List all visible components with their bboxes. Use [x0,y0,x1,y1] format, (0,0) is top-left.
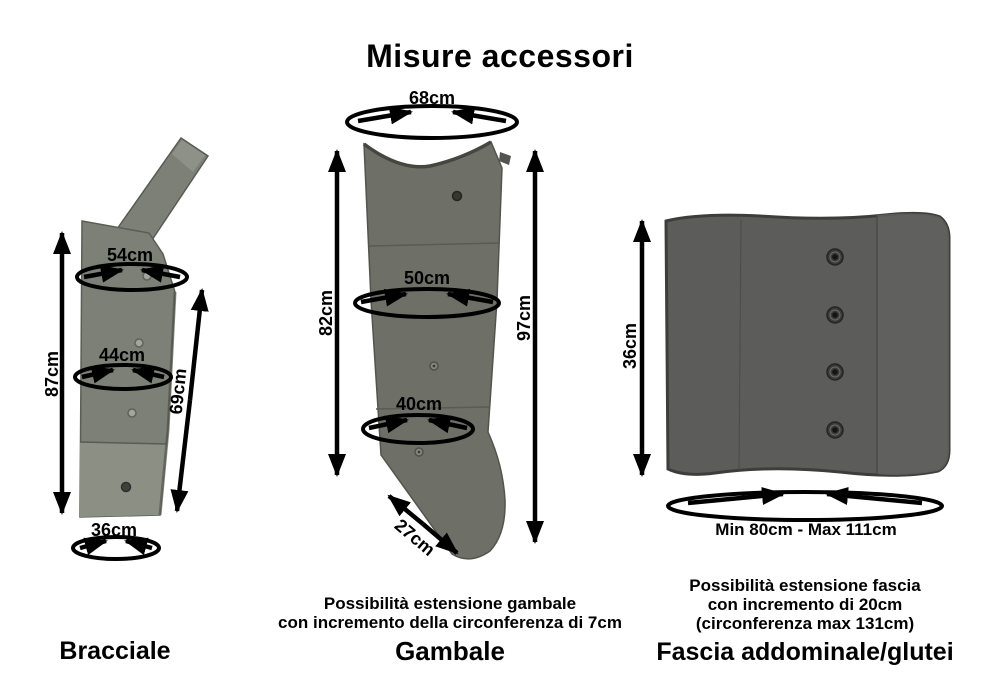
band-right-panel [877,213,949,475]
leg-height-left-label: 82cm [316,290,336,336]
arm-circ-bottom-label: 36cm [91,520,137,540]
arm-cuff-edge-shadow [158,291,177,516]
arm-cuff-seam [79,441,168,445]
leg-cuff-figure [362,140,511,560]
leg-height-right-label: 97cm [514,295,534,341]
leg-cuff-caption: Possibilità estensione gambale con incre… [240,594,660,632]
arm-circ-mid-label: 44cm [99,345,145,365]
leg-cuff-snaps [414,190,463,457]
leg-circ-mid-label: 50cm [404,268,450,288]
page-title: Misure accessori [366,38,634,74]
arm-height-left-label: 87cm [42,351,62,397]
band-width-range-label: Min 80cm - Max 111cm [715,520,896,539]
leg-cuff-seam-upper [368,242,500,247]
arm-cuff-measurements: 87cm 69cm 54cm 44cm 36cm [42,231,209,561]
arm-cuff-strap-highlight [172,140,205,172]
leg-cuff-caption-line2: con incremento della circonferenza di 7c… [278,613,622,632]
arm-cuff-lower-panel [80,442,167,517]
leg-cuff-name: Gambale [395,636,505,666]
leg-cuff-caption-line1: Possibilità estensione gambale [323,594,577,613]
band-caption: Possibilità estensione fascia con increm… [640,576,970,633]
band-caption-line3: (circonferenza max 131cm) [695,614,915,633]
leg-cuff-hose-nub [499,152,511,165]
band-measurements: 36cm Min 80cm - Max 111cm [620,219,944,539]
arm-circ-top-label: 54cm [107,245,153,265]
band-caption-line2: con incremento di 20cm [707,595,903,614]
band-height-label: 36cm [620,323,640,369]
arm-cuff-figure [79,136,210,518]
leg-cuff-seam-lower [375,406,490,410]
leg-cuff-top-binding [362,140,492,169]
leg-circ-lower-label: 40cm [396,394,442,414]
leg-circ-top-label: 68cm [409,88,455,108]
arm-cuff-name: Bracciale [59,637,171,665]
band-snaps [826,248,844,439]
band-figure [664,211,951,477]
band-seam-left [738,219,742,471]
band-name: Fascia addominale/glutei [656,638,954,666]
leg-cuff-body [363,140,506,560]
band-caption-line1: Possibilità estensione fascia [689,576,921,595]
